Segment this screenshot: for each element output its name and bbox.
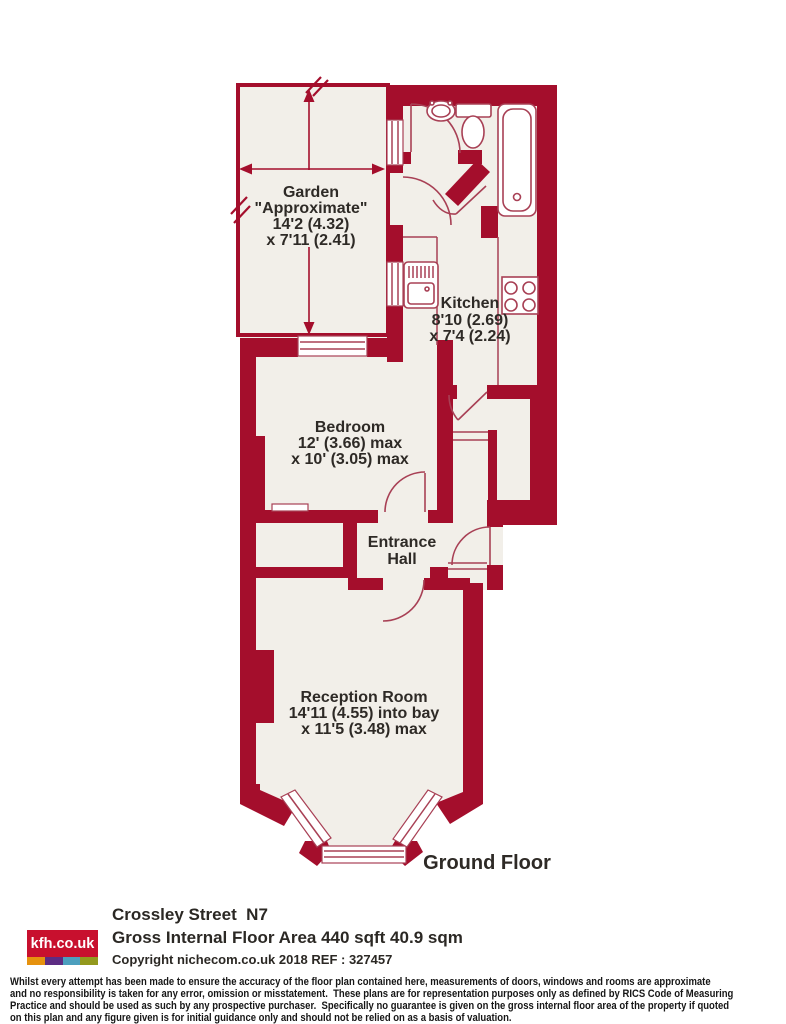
garden-dim-2: x 7'11 (2.41) [266, 232, 355, 249]
disclaimer-line-2: and no responsibility is taken for any e… [10, 988, 734, 1000]
reception-label: Reception Room [300, 689, 427, 706]
kitchen-label: Kitchen [441, 295, 500, 312]
disclaimer: Whilst every attempt has been made to en… [10, 976, 784, 1024]
kitchen-dim-1: 8'10 (2.69) [432, 312, 509, 329]
floor-area-text: Gross Internal Floor Area 440 sqft 40.9 … [112, 928, 463, 947]
disclaimer-line-4: on this plan and any figure given is for… [10, 1012, 512, 1024]
bedroom-wardrobe-notch [271, 503, 309, 512]
garden-door-arc-icon [402, 176, 452, 226]
bath-icon [497, 103, 537, 217]
logo-stripe-blue [62, 957, 81, 965]
kitchen-sink-icon [403, 261, 439, 309]
room-label-reception: Reception Room 14'11 (4.55) into bay x 1… [289, 689, 440, 738]
bathroom-window [386, 119, 404, 166]
garden-approximate: "Approximate" [255, 200, 368, 217]
kitchen-window [386, 261, 404, 307]
garden-dim-1: 14'2 (4.32) [273, 216, 350, 233]
boundary-break-icon [230, 76, 329, 224]
hall-label-1: Entrance [368, 534, 437, 551]
hob-icon [501, 276, 539, 315]
property-address: Crossley Street N7 [112, 905, 268, 924]
walls [240, 85, 557, 866]
kfh-logo-stripes [27, 957, 98, 965]
toilet-icon [455, 103, 492, 149]
logo-stripe-purple [44, 957, 63, 965]
room-label-entrance-hall: Entrance Hall [368, 534, 437, 568]
room-label-bedroom: Bedroom 12' (3.66) max x 10' (3.05) max [291, 419, 409, 468]
bathroom-fixtures [426, 100, 537, 217]
windows [271, 119, 443, 864]
bay-window-right [392, 789, 443, 848]
front-door-arc-icon [448, 526, 491, 570]
bay-window-left [280, 789, 332, 848]
room-label-kitchen: Kitchen 8'10 (2.69) x 7'4 (2.24) [429, 295, 510, 345]
bedroom-dim-2: x 10' (3.05) max [291, 451, 409, 468]
garden-label: Garden [283, 184, 339, 201]
lobby-door-arc-icon [432, 185, 487, 215]
bedroom-window [297, 335, 368, 357]
floor-title: Ground Floor [423, 852, 551, 874]
reception-door-arc-icon [382, 579, 425, 622]
dimension-arrow-icon [239, 89, 385, 335]
bedroom-label: Bedroom [315, 419, 385, 436]
logo-stripe-orange [27, 957, 45, 965]
reception-dim-1: 14'11 (4.55) into bay [289, 705, 440, 722]
logo-stripe-olive [80, 957, 98, 965]
basin-icon [426, 100, 456, 122]
kfh-logo-text: kfh.co.uk [30, 935, 95, 952]
room-label-garden: Garden "Approximate" 14'2 (4.32) x 7'11 … [255, 184, 368, 249]
kitchen-dim-2: x 7'4 (2.24) [429, 328, 510, 345]
garden-boundary [230, 76, 390, 337]
bay-window-centre [321, 845, 407, 864]
disclaimer-line-1: Whilst every attempt has been made to en… [10, 976, 711, 988]
hall-label-2: Hall [387, 551, 416, 568]
floor-plan: Garden "Approximate" 14'2 (4.32) x 7'11 … [230, 76, 557, 874]
kitchen-door-arc-icon [448, 391, 488, 421]
bedroom-dim-1: 12' (3.66) max [298, 435, 402, 452]
bedroom-door-arc-icon [384, 471, 426, 513]
kfh-logo: kfh.co.uk [27, 930, 98, 957]
reception-dim-2: x 11'5 (3.48) max [301, 721, 427, 738]
kitchen-fixtures [403, 261, 539, 315]
disclaimer-line-3: Practice and should be used as such by a… [10, 1000, 730, 1012]
copyright-text: Copyright nichecom.co.uk 2018 REF : 3274… [112, 952, 393, 967]
